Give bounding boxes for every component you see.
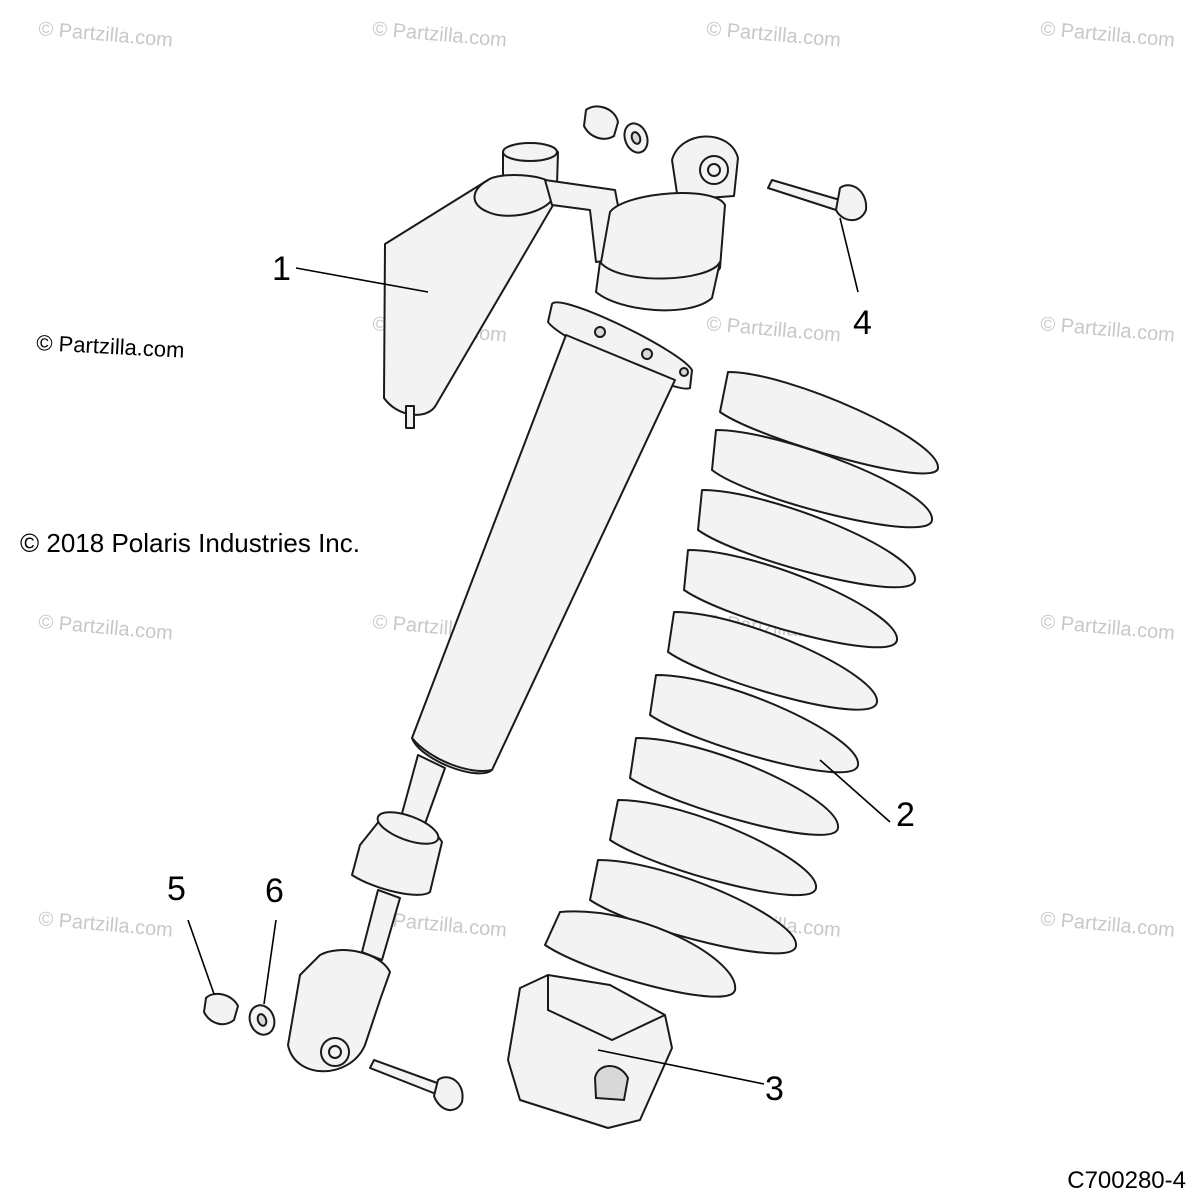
callout-3: 3 [765,1070,784,1108]
copyright-notice: © 2018 Polaris Industries Inc. [20,528,360,558]
lower-eyelet [287,949,391,1073]
leader-line [187,919,215,995]
leader-line [839,217,859,293]
spring-coil [667,611,879,711]
spring-coil [697,489,917,589]
leader-line [597,1049,765,1085]
reservoir-shock-body [287,135,739,1073]
bolt-head [835,184,868,222]
leader-lines [187,217,891,1085]
upper-washer [623,122,649,154]
spring-coil [629,737,840,836]
bolt-shank [369,1059,441,1095]
callout-5: 5 [167,870,186,908]
nut-body [203,992,239,1026]
upper-nut [583,105,619,140]
washer-hole [256,1013,268,1027]
reservoir-rim [473,179,553,217]
spring-retainer [507,974,673,1129]
retainer-body [507,974,673,1129]
bump-stop-top [376,811,440,845]
callout-6: 6 [265,872,284,910]
main-body-cylinder [411,334,676,775]
washer [248,1004,276,1036]
spring-coil [544,910,737,998]
callout-2: 2 [896,796,915,834]
reservoir-cylinder [383,174,557,416]
spring-coil [719,371,940,475]
reservoir-cap-top [502,142,558,162]
spring-coil [711,429,934,529]
collar-hole [679,367,689,377]
main-body-bottom-rim [411,737,493,772]
mounting-bolt [767,179,868,222]
leader-line [819,759,891,823]
upper-body [599,192,726,284]
upper-collar [595,261,721,312]
bolt-head [433,1076,464,1112]
watermark: © Partzilla.com [1040,18,1176,52]
top-eyelet-hole [707,163,721,177]
nut [583,105,619,140]
collar-hole [594,326,606,338]
retainer-window [593,1065,630,1102]
leader-line [295,267,429,293]
watermark: © Partzilla.com [1040,611,1176,645]
spring-coil [649,674,860,774]
site-credit: © Partzilla.com [36,330,185,363]
lower-eyelet-hole [328,1045,342,1059]
callout-1: 1 [272,250,291,288]
watermark: © Partzilla.com [1040,313,1176,347]
washer-hole [630,131,642,145]
mounting-bolt-lower [369,1059,464,1112]
retainer-ledge [547,975,666,1042]
callout-4: 4 [853,304,872,342]
nut [203,992,239,1026]
watermark: © Partzilla.com [372,18,508,52]
bolt-shank [767,179,841,211]
watermark: © Partzilla.com [706,18,842,52]
lower-shaft [361,889,401,961]
collar-hole [641,348,653,360]
watermark: © Partzilla.com [38,611,174,645]
watermark: © Partzilla.com [1040,908,1176,942]
drawing-number: C700280-4 [1067,1167,1186,1194]
leader-line [263,919,277,1005]
callout-labels: 1 2 3 4 5 6 [167,250,915,1108]
spring-coil [683,549,899,649]
coil-spring [544,371,940,998]
reservoir-stem [405,405,415,429]
watermark: © Partzilla.com [38,908,174,942]
watermark: © Partzilla.com [38,18,174,52]
spring-coil [609,799,818,897]
watermark: © Partzilla.com [706,313,842,347]
